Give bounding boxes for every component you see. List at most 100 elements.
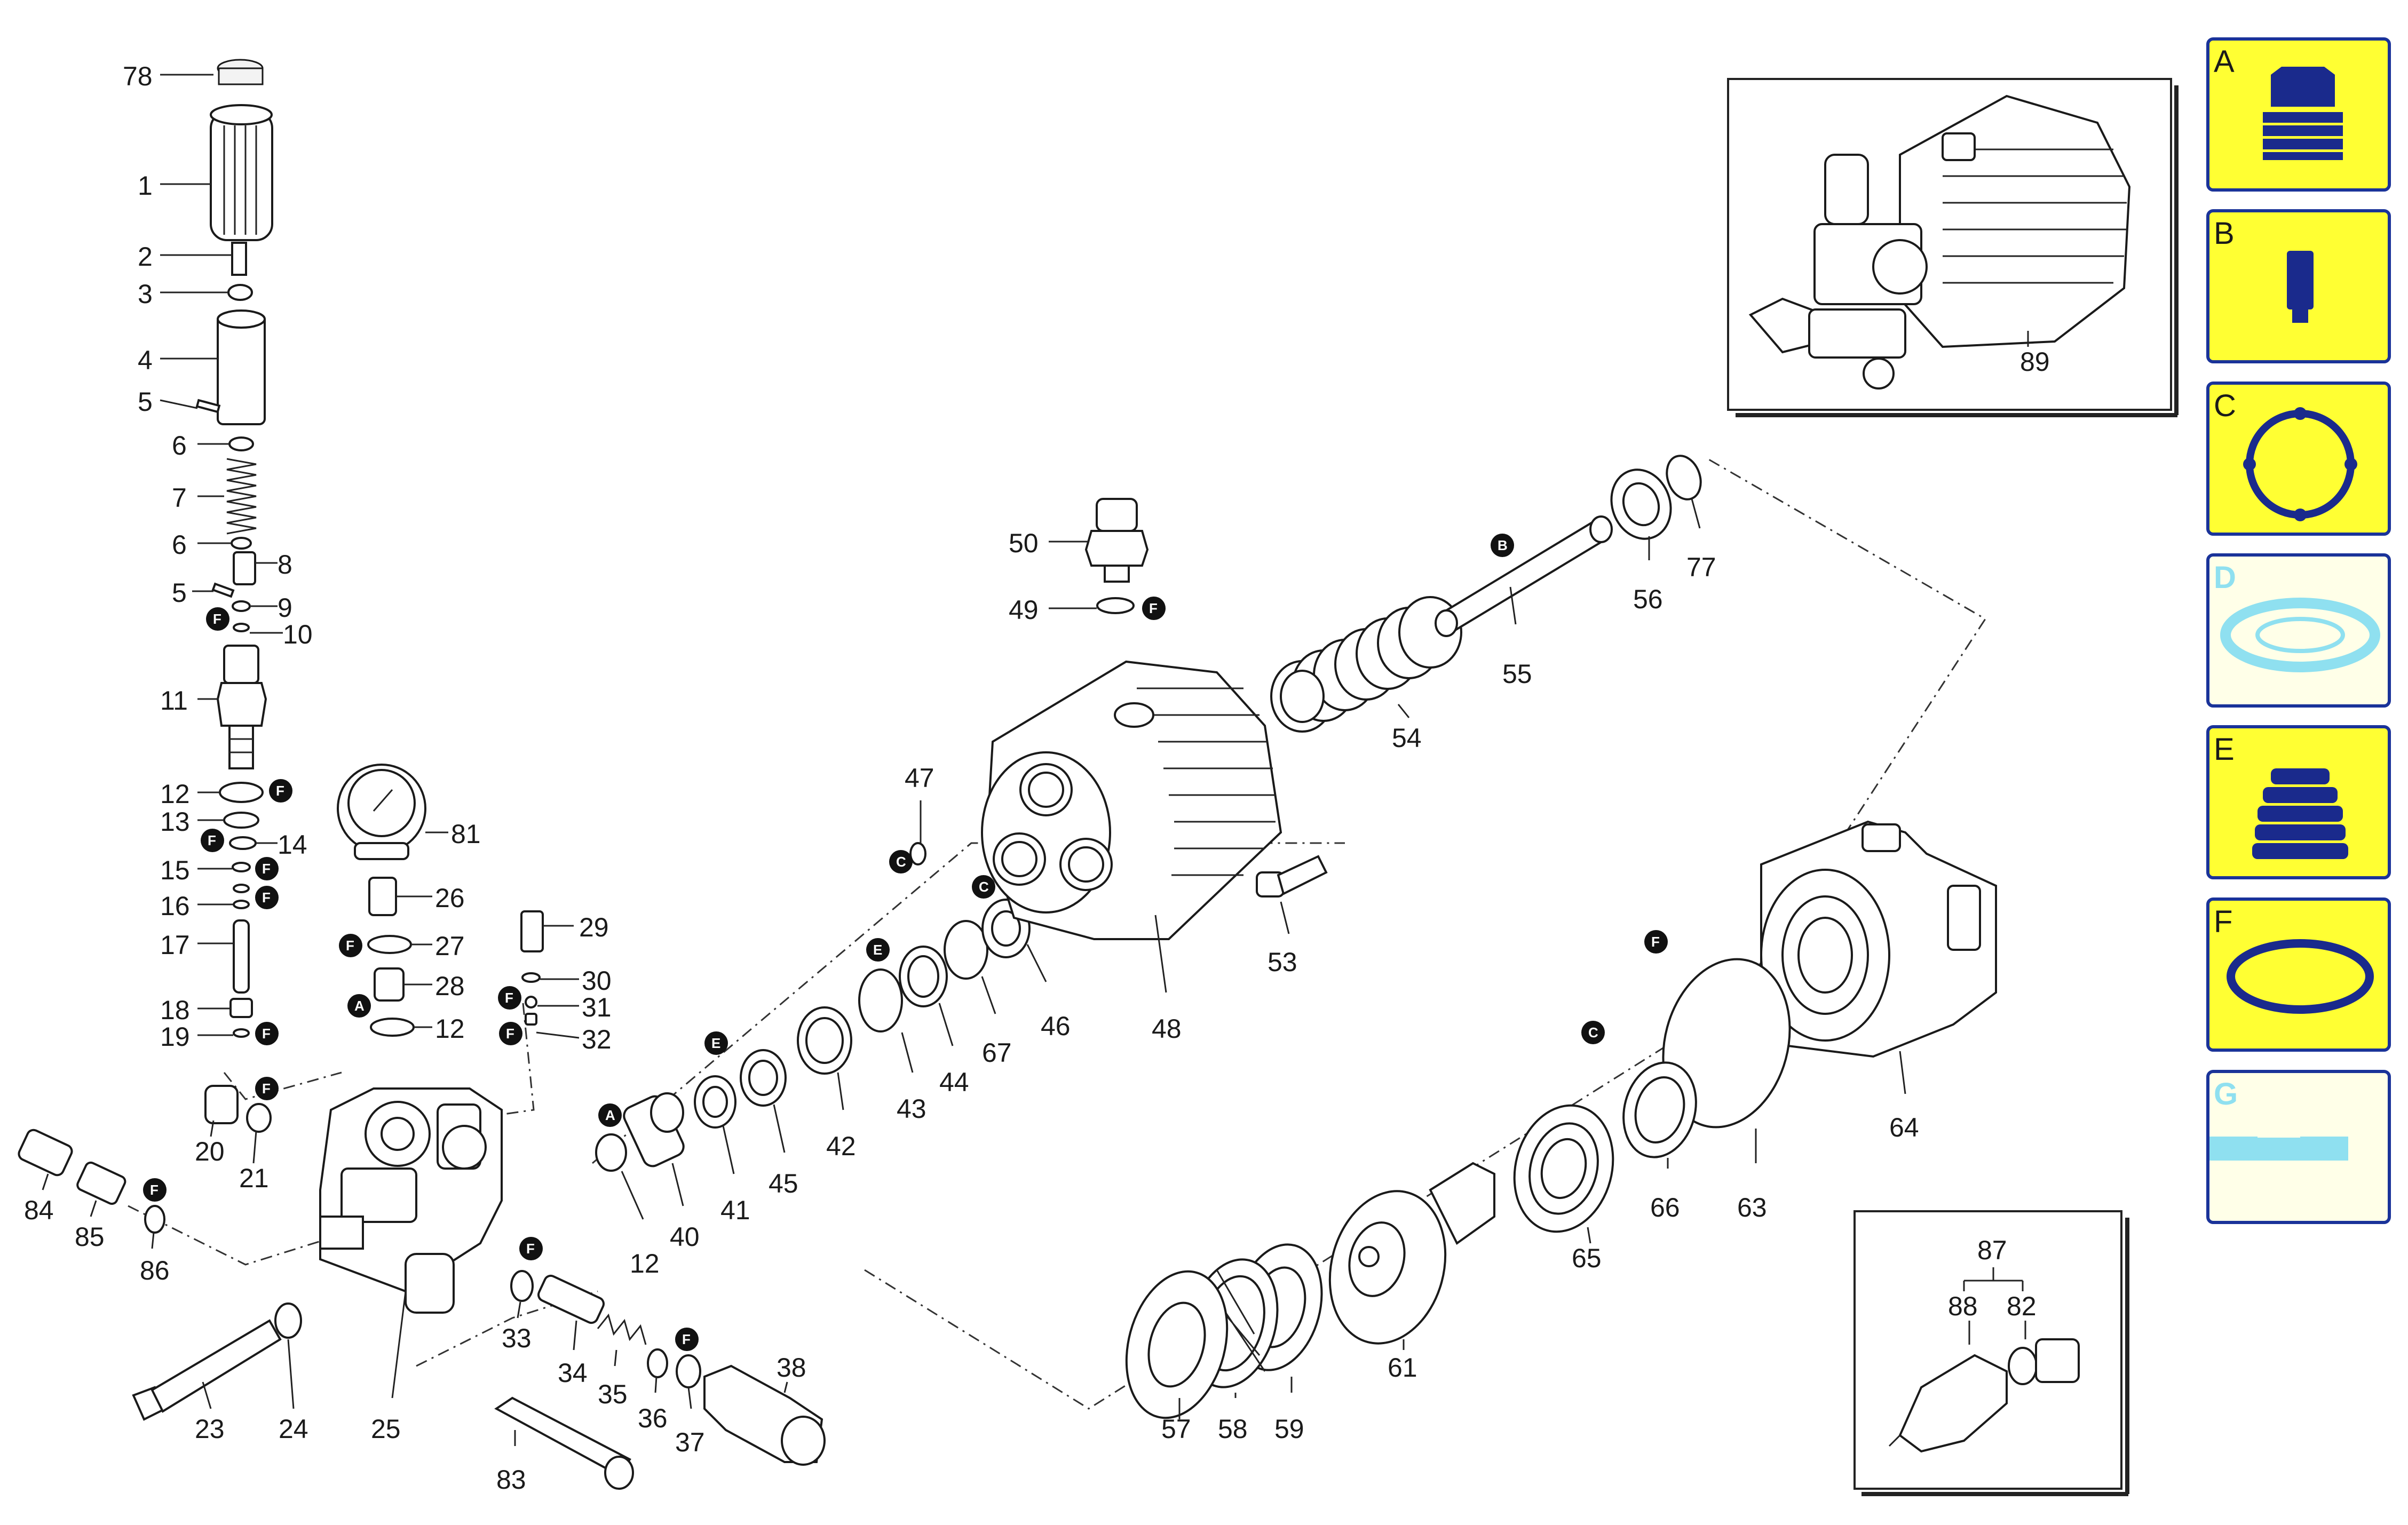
svg-text:F: F (262, 861, 271, 877)
badge-e: E (704, 1031, 728, 1055)
label-56: 56 (1633, 584, 1663, 614)
label-12a: 12 (160, 779, 190, 809)
svg-text:F: F (213, 611, 221, 627)
label-81: 81 (451, 819, 481, 849)
kit-c-card[interactable]: C (2206, 382, 2391, 536)
nozzle-88-illustration (1888, 1354, 2008, 1453)
manifold-body-25 (319, 1087, 503, 1314)
ring-33 (510, 1270, 534, 1302)
svg-text:F: F (208, 832, 216, 848)
svg-text:F: F (262, 1026, 271, 1042)
ring-19 (233, 1028, 250, 1038)
label-55: 55 (1502, 659, 1532, 689)
kit-d-card[interactable]: D (2206, 553, 2391, 708)
kit-g-card[interactable]: G (2206, 1070, 2391, 1224)
label-64: 64 (1889, 1113, 1919, 1142)
label-40: 40 (670, 1222, 700, 1252)
kit-a-letter: A (2214, 44, 2235, 79)
label-37: 37 (675, 1427, 705, 1457)
label-53: 53 (1268, 947, 1297, 977)
spring-32 (525, 1013, 537, 1026)
badge-f: F (498, 986, 521, 1010)
washer-27 (367, 935, 412, 954)
label-12c: 12 (630, 1249, 660, 1278)
ring-14 (229, 836, 257, 850)
label-47: 47 (905, 763, 934, 793)
badge-f: F (1142, 597, 1166, 620)
kit-f-card[interactable]: F (2206, 897, 2391, 1052)
knob-1 (210, 111, 273, 241)
label-7: 7 (172, 483, 187, 513)
pin-2 (231, 242, 247, 276)
svg-text:A: A (354, 998, 365, 1014)
coupler-85 (76, 1161, 126, 1205)
ring-6a (228, 436, 254, 451)
badge-b: B (1491, 534, 1514, 557)
bellows-seal-icon (2252, 768, 2348, 859)
label-18: 18 (160, 995, 190, 1025)
ring-86 (144, 1205, 165, 1234)
label-57: 57 (1161, 1414, 1191, 1444)
label-61: 61 (1388, 1353, 1417, 1383)
badge-f: F (143, 1178, 167, 1202)
svg-text:E: E (711, 1035, 720, 1051)
badge-c: C (889, 850, 913, 873)
swashplate-61 (1328, 1162, 1495, 1345)
badge-c: C (972, 875, 995, 899)
label-19: 19 (160, 1022, 190, 1052)
housing-4 (217, 314, 266, 425)
kit-f-letter: F (2214, 904, 2232, 939)
washer-49 (1096, 597, 1135, 614)
label-54: 54 (1392, 723, 1422, 753)
label-63: 63 (1737, 1193, 1767, 1222)
ring-15 (232, 862, 251, 872)
label-65: 65 (1572, 1243, 1602, 1273)
badge-f: F (206, 607, 229, 631)
label-83: 83 (496, 1465, 526, 1495)
badge-c: C (1581, 1021, 1605, 1044)
bolt-23 (132, 1319, 282, 1421)
oring-12b (370, 1018, 415, 1037)
bellows-54 (1270, 596, 1462, 733)
svg-text:C: C (1588, 1024, 1598, 1041)
kit-e-card[interactable]: E (2206, 725, 2391, 879)
label-6b: 6 (172, 530, 187, 560)
label-44: 44 (939, 1067, 969, 1097)
svg-text:B: B (1498, 537, 1508, 553)
label-89: 89 (2020, 347, 2050, 377)
label-21: 21 (239, 1163, 269, 1193)
label-77: 77 (1686, 552, 1716, 582)
svg-text:F: F (526, 1241, 535, 1257)
kit-e-letter: E (2214, 732, 2235, 767)
label-42: 42 (826, 1131, 856, 1161)
valve-34 (537, 1274, 605, 1324)
svg-text:E: E (873, 942, 882, 958)
label-26: 26 (435, 883, 465, 913)
clip-67 (944, 920, 988, 980)
badge-f: F (499, 1022, 522, 1045)
svg-text:F: F (1651, 934, 1660, 950)
kit-a-card[interactable]: A (2206, 37, 2391, 192)
ring-6b (231, 537, 252, 550)
label-10: 10 (283, 619, 313, 649)
kit-sidebar: A B C (2206, 37, 2391, 1224)
svg-text:A: A (605, 1107, 615, 1123)
badge-f: F (255, 1022, 279, 1045)
check-valve-40 (623, 1092, 685, 1167)
assembly-inset: 89 (1727, 78, 2179, 417)
spring-35 (597, 1313, 647, 1345)
badge-f: F (519, 1237, 543, 1260)
label-3: 3 (138, 279, 153, 309)
assembled-pump-illustration (1748, 94, 2131, 390)
plug-50 (1084, 498, 1149, 583)
bearing-65 (1513, 1104, 1614, 1233)
valve-body-11 (216, 645, 267, 769)
plug-28 (374, 967, 405, 1002)
nozzle-inset: 87 88 82 (1853, 1210, 2129, 1496)
ring-16 (233, 884, 250, 893)
label-32: 32 (582, 1024, 612, 1054)
ring-30 (521, 972, 541, 983)
kit-b-card[interactable]: B (2206, 209, 2391, 363)
ring-43 (858, 968, 903, 1032)
badge-a: A (347, 994, 371, 1018)
